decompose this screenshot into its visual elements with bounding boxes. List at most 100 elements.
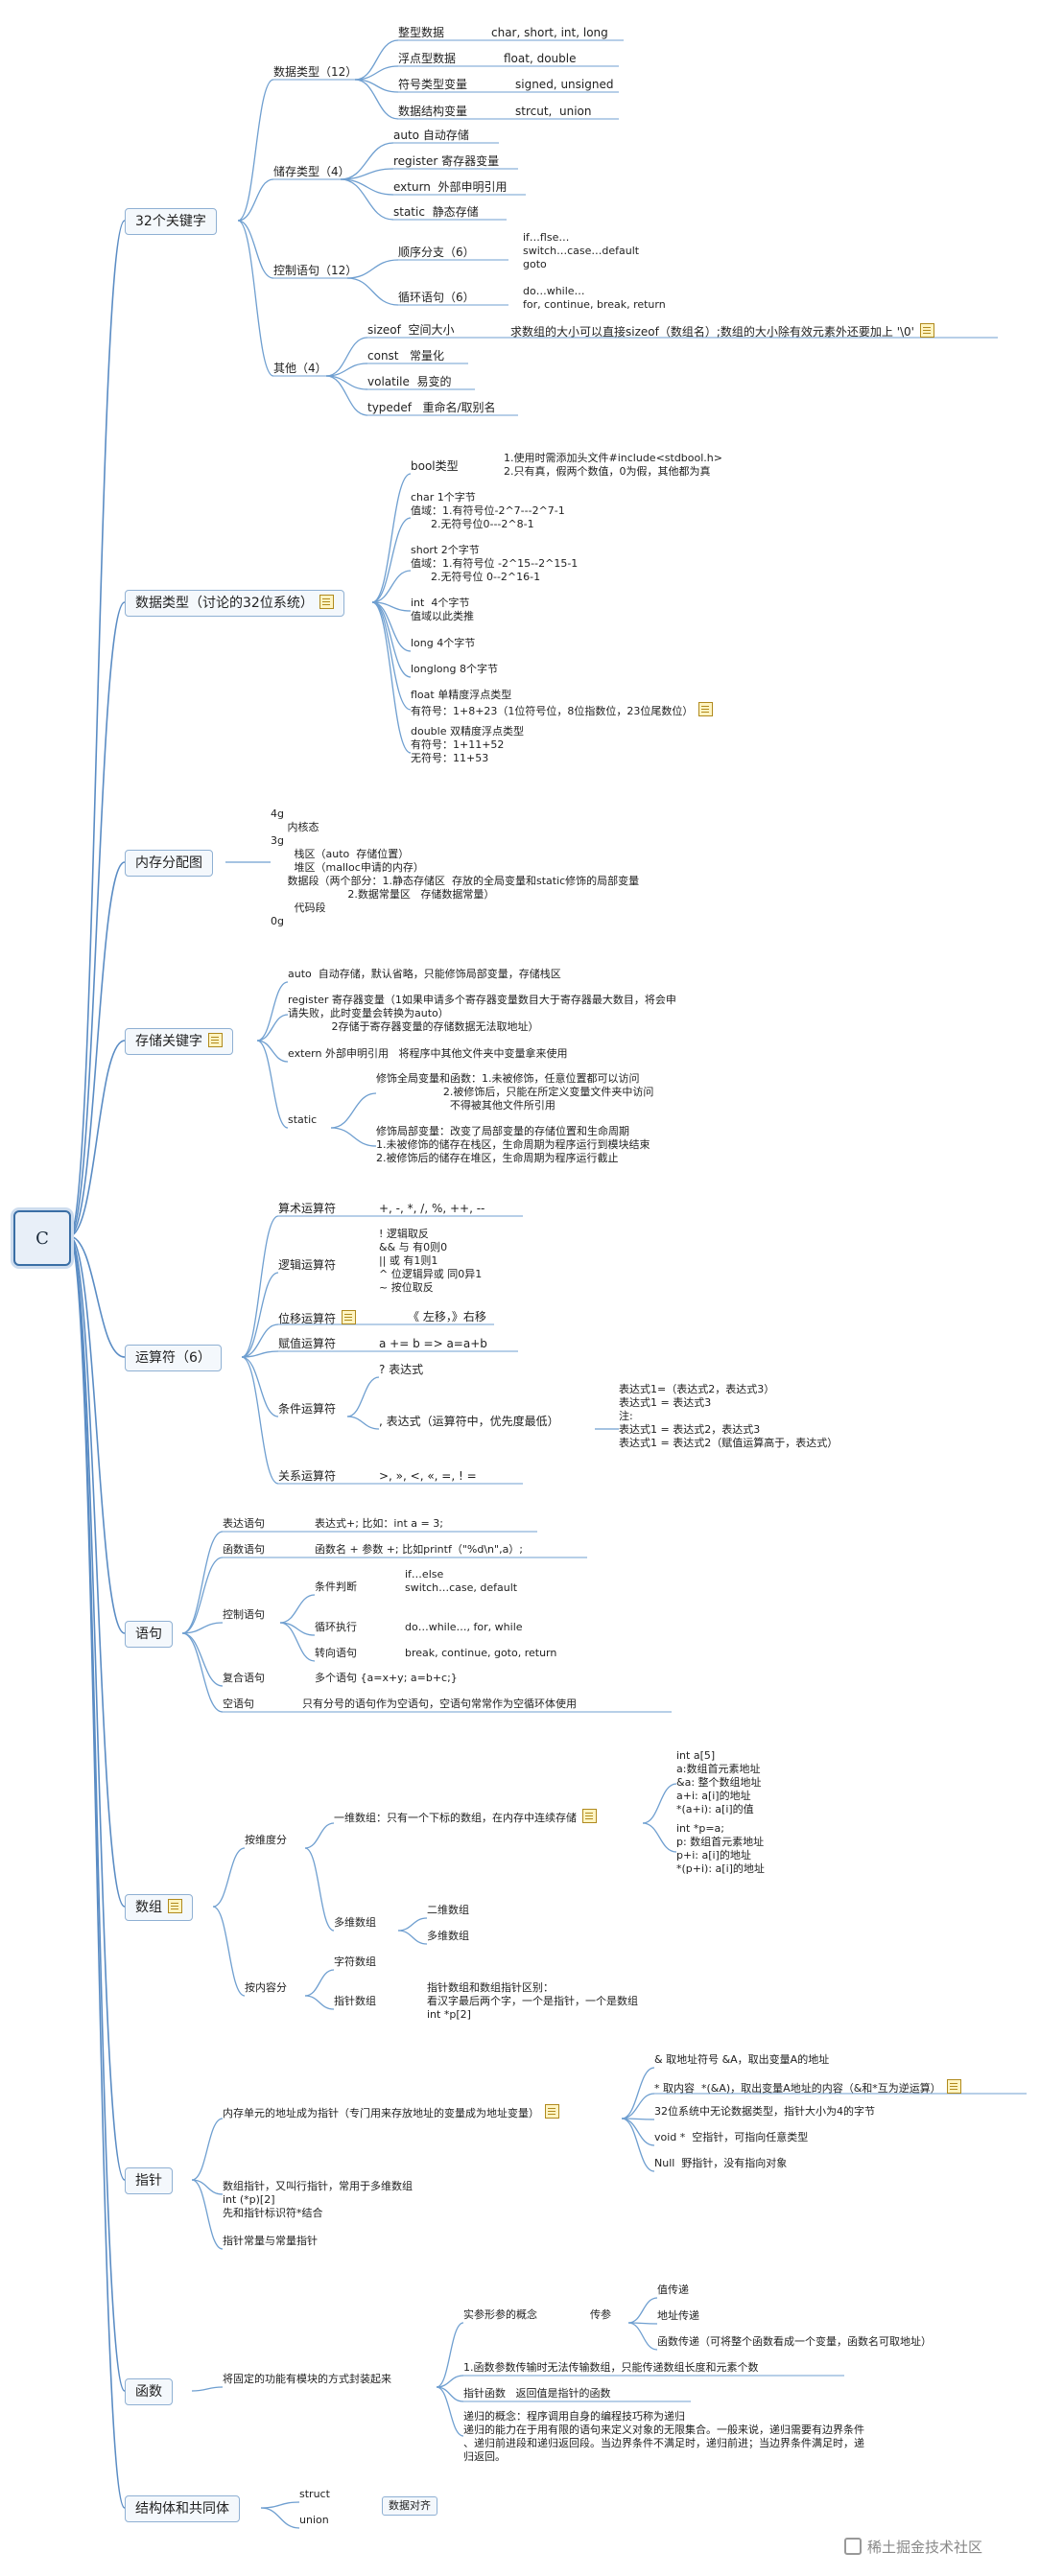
- connector-line: [68, 1235, 126, 1634]
- type-float: float 单精度浮点类型 有符号：1+8+23（1位符号位，8位指数位，23位…: [411, 689, 714, 718]
- stmt-cond: 条件判断: [315, 1581, 357, 1593]
- stmt-func: 函数语句: [223, 1543, 265, 1556]
- connector-line: [346, 277, 399, 306]
- connector-line: [68, 861, 126, 1237]
- connector-line: [181, 1622, 224, 1634]
- arr-one-dim: 一维数组：只有一个下标的数组，在内存中连续存储: [334, 1809, 597, 1825]
- branch-operators[interactable]: 运算符（6）: [125, 1345, 222, 1371]
- note-icon: [946, 2079, 961, 2094]
- op-logic: 逻辑运算符: [278, 1258, 337, 1272]
- kw-float-data-value: float, double: [504, 52, 577, 65]
- connector-line: [181, 1632, 224, 1687]
- op-cond: 条件运算符: [278, 1402, 337, 1416]
- branch-struct-union[interactable]: 结构体和共同体: [125, 2495, 240, 2522]
- connector-line: [340, 178, 394, 196]
- kw-auto: auto 自动存储: [393, 129, 469, 142]
- kw-other[interactable]: 其他（4）: [273, 362, 327, 375]
- connector-line: [279, 1622, 316, 1662]
- connector-line: [260, 2507, 300, 2529]
- kw-loop-value: do…while… for, continue, break, return: [523, 285, 666, 311]
- arr-n-dim: 多维数组: [427, 1930, 469, 1942]
- connector-line: [340, 168, 394, 180]
- arr-by-dim: 按维度分: [245, 1834, 287, 1846]
- branch-data-types[interactable]: 数据类型（讨论的32位系统）: [125, 590, 344, 617]
- kw-struct-type: 数据结构变量: [398, 105, 468, 118]
- connector-line: [68, 1040, 126, 1237]
- storage-static-global: 修饰全局变量和函数：1.未被修饰，任意位置都可以访问 2.被修饰后，只能在所定义…: [376, 1072, 654, 1112]
- ptr-null: Null 野指针，没有指向对象: [654, 2157, 788, 2169]
- type-char: char 1个字节 值域：1.有符号位-2^7---2^7-1 2.无符号位0-…: [411, 491, 565, 530]
- connector-line: [621, 2067, 655, 2119]
- ptr-const: 指针常量与常量指针: [223, 2235, 318, 2247]
- func-pass-function: 函数传递（可将整个函数看成一个变量，函数名可取地址）: [657, 2335, 932, 2348]
- arr-ptr-note: 指针数组和数组指针区别： 看汉字最后两个字，一个是指针，一个是数组 int *p…: [427, 1981, 638, 2021]
- connector-line: [346, 259, 399, 279]
- connector-line: [346, 1416, 380, 1430]
- connector-line: [191, 2118, 224, 2181]
- op-relation: 关系运算符: [278, 1469, 337, 1483]
- connector-line: [346, 1376, 380, 1417]
- memory-map-text: 4g 内核态 3g 栈区（auto 存储位置） 堆区（malloc申请的内存） …: [271, 808, 640, 927]
- branch-pointers[interactable]: 指针: [125, 2167, 173, 2194]
- connector-line: [371, 601, 412, 652]
- connector-line: [371, 601, 412, 754]
- connector-line: [256, 1040, 289, 1129]
- connector-line: [241, 1323, 279, 1358]
- connector-line: [397, 1917, 428, 1932]
- connector-line: [371, 517, 412, 603]
- connector-line: [627, 2322, 658, 2351]
- type-int: int 4个字节 值域以此类推: [411, 597, 474, 622]
- arr-ptr: 指针数组: [334, 1995, 376, 2007]
- connector-line: [68, 1235, 126, 2181]
- branch-arrays[interactable]: 数组: [125, 1894, 193, 1921]
- connector-line: [340, 142, 394, 180]
- ptr-definition: 内存单元的地址成为指针（专门用来存放地址的变量成为地址变量）: [223, 2104, 559, 2120]
- connector-line: [371, 473, 412, 603]
- data-alignment: 数据对齐: [382, 2496, 437, 2516]
- func-pass-address: 地址传递: [657, 2309, 699, 2322]
- func-definition: 将固定的功能有模块的方式封装起来: [223, 2373, 391, 2385]
- ptr-array-pointer: 数组指针，又叫行指针，常用于多维数组 int (*p)[2] 先和指针标识符*结…: [223, 2180, 413, 2219]
- kw-typedef: typedef 重命名/取别名: [367, 401, 496, 414]
- stmt-compound-value: 多个语句 {a=x+y; a=b+c;}: [315, 1672, 458, 1684]
- op-relation-value: >, », <, «, =, ! =: [379, 1469, 477, 1483]
- type-bool: bool类型: [411, 459, 459, 473]
- branch-statements[interactable]: 语句: [125, 1621, 173, 1648]
- kw-control[interactable]: 控制语句（12）: [273, 264, 358, 277]
- arr-multi-dim: 多维数组: [334, 1916, 376, 1929]
- arr-one-dim-pointer: int *p=a; p: 数组首元素地址 p+i: a[i]的地址 *(p+i)…: [676, 1822, 765, 1875]
- connector-line: [279, 1594, 316, 1624]
- connector-line: [304, 1969, 335, 1997]
- union-keyword: union: [299, 2514, 329, 2526]
- func-pass: 传参: [590, 2308, 611, 2321]
- note-icon: [582, 1809, 597, 1823]
- storage-auto: auto 自动存储，默认省略，只能修饰局部变量，存储栈区: [288, 968, 561, 980]
- connector-line: [68, 1235, 126, 2509]
- watermark: 稀土掘金技术社区: [844, 2537, 982, 2557]
- stmt-cond-value: if…else switch…case, default: [405, 1568, 518, 1594]
- branch-keywords[interactable]: 32个关键字: [125, 208, 217, 235]
- stmt-jump: 转向语句: [315, 1647, 357, 1659]
- connector-line: [68, 601, 126, 1237]
- kw-datatype[interactable]: 数据类型（12）: [273, 65, 358, 79]
- ptr-dereference: * 取内容 *(&A)，取出变量A地址的内容（&和*互为逆运算）: [654, 2079, 961, 2096]
- connector-line: [68, 1235, 126, 2392]
- connector-line: [325, 375, 368, 416]
- op-arith: 算术运算符: [278, 1202, 337, 1215]
- stmt-jump-value: break, continue, goto, return: [405, 1647, 557, 1659]
- func-array-param: 1.函数参数传输时无法传输数组，只能传递数组长度和元素个数: [463, 2361, 759, 2374]
- branch-memory-map[interactable]: 内存分配图: [125, 850, 213, 877]
- func-recursion: 递归的概念：程序调用自身的编程技巧称为递归 递归的能力在于用有限的语句来定义对象…: [463, 2410, 864, 2463]
- op-assign: 赋值运算符: [278, 1337, 337, 1350]
- kw-storage[interactable]: 储存类型（4）: [273, 165, 350, 178]
- kw-volatile: volatile 易变的: [367, 375, 452, 388]
- branch-storage-keywords[interactable]: 存储关键字: [125, 1028, 233, 1055]
- root-node[interactable]: C: [13, 1210, 71, 1266]
- connector-line: [241, 1356, 279, 1485]
- branch-functions[interactable]: 函数: [125, 2378, 173, 2405]
- connector-line: [304, 1822, 335, 1849]
- type-long: long 4个字节: [411, 637, 476, 649]
- connector-line: [212, 1847, 246, 1908]
- connector-line: [191, 2179, 224, 2250]
